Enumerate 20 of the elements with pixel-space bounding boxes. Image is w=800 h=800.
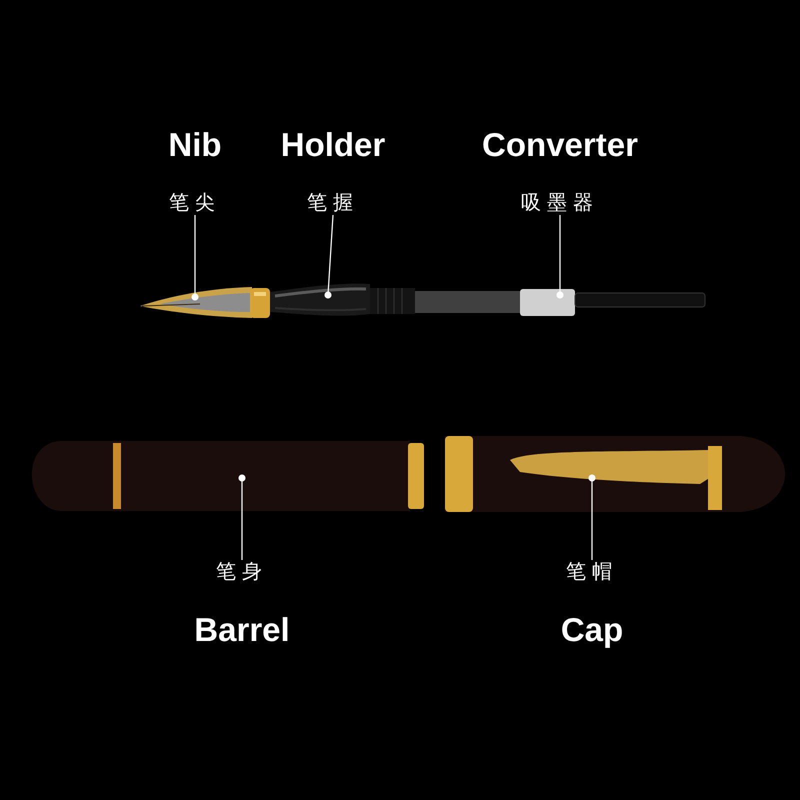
chinese-part-label: 吸墨器 — [521, 191, 599, 215]
leader-line — [588, 474, 596, 560]
part-label: Holder — [280, 125, 386, 165]
part-label: Barrel — [194, 610, 290, 650]
chinese-part-label: 笔尖 — [169, 191, 221, 215]
chinese-part-label: 笔握 — [307, 191, 359, 215]
leader-line — [324, 214, 334, 298]
leader-line — [192, 215, 198, 300]
barrel-drawing — [32, 441, 424, 511]
converter-drawing — [415, 289, 706, 316]
cap-drawing — [445, 436, 785, 512]
leader-line — [238, 474, 246, 560]
part-label: Cap — [560, 610, 624, 650]
chinese-part-label: 笔身 — [216, 560, 268, 584]
part-label: Converter — [482, 125, 638, 165]
leader-line — [556, 215, 564, 298]
part-label: Nib — [168, 125, 222, 165]
chinese-part-label: 笔帽 — [566, 560, 618, 584]
nib-drawing — [140, 287, 252, 318]
grip-section-drawing — [250, 284, 415, 318]
